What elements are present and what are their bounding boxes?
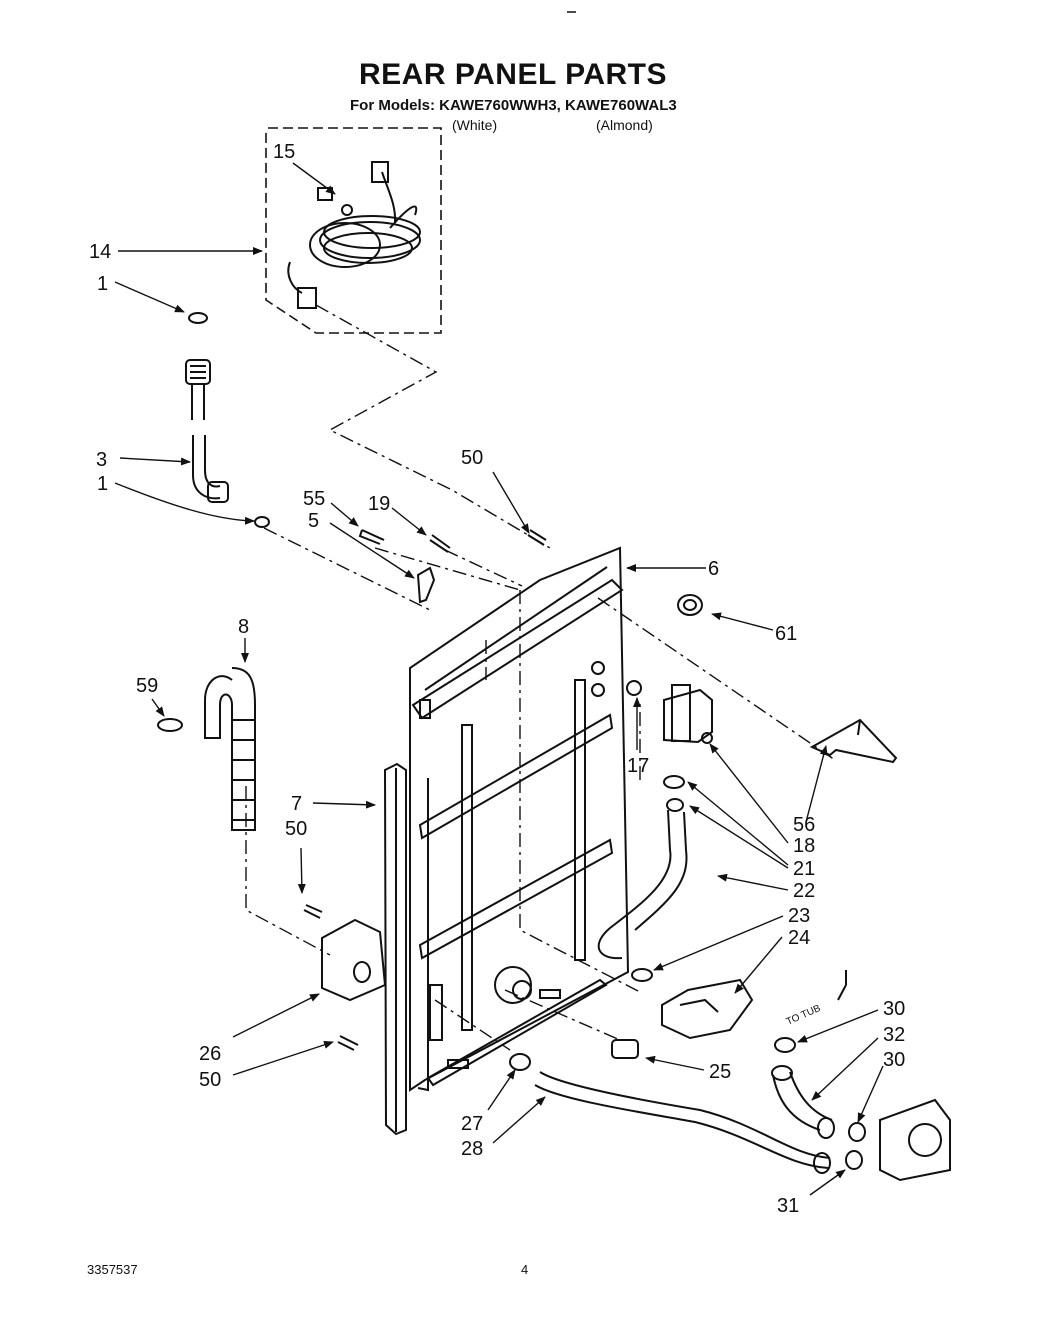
callout-31: 31: [777, 1195, 799, 1217]
callout-25: 25: [709, 1061, 731, 1083]
inlet-hose: [185, 312, 270, 528]
page-number: 4: [521, 1262, 529, 1277]
callout-32: 32: [883, 1024, 905, 1046]
color-white: (White): [452, 117, 498, 133]
power-cord-group: [265, 127, 442, 334]
filter-housing: [303, 904, 387, 1051]
callout-23: 23: [788, 905, 810, 927]
callout-6: 6: [708, 558, 719, 580]
callout-21: 21: [793, 858, 815, 880]
screws-top: [358, 529, 703, 616]
drain-hose: [157, 667, 256, 831]
bracket: [809, 718, 898, 764]
callout-61: 61: [775, 623, 797, 645]
side-rail: [383, 762, 407, 1136]
callout-14: 14: [89, 241, 111, 263]
callout-30b: 30: [883, 1049, 905, 1071]
callout-24: 24: [788, 927, 810, 949]
callout-28: 28: [461, 1138, 483, 1160]
color-almond: (Almond): [596, 117, 653, 133]
callout-50b: 50: [285, 818, 307, 840]
page-title: REAR PANEL PARTS: [358, 58, 668, 91]
callout-22: 22: [793, 880, 815, 902]
callout-26: 26: [199, 1043, 221, 1065]
pump-bracket: [631, 968, 754, 1040]
callout-3: 3: [96, 449, 107, 471]
callout-7: 7: [291, 793, 302, 815]
callout-27: 27: [461, 1113, 483, 1135]
rear-panel: [409, 546, 630, 1092]
callout-30a: 30: [883, 998, 905, 1020]
callout-5: 5: [308, 510, 319, 532]
water-valve: [597, 680, 713, 960]
models-line: For Models: KAWE760WWH3, KAWE760WAL3: [350, 97, 677, 114]
callout-1b: 1: [97, 473, 108, 495]
callout-50c: 50: [199, 1069, 221, 1091]
callout-15: 15: [273, 141, 295, 163]
callout-18: 18: [793, 835, 815, 857]
callout-1a: 1: [97, 273, 108, 295]
callouts: 15 14 1 3 1 50 55 5 19 6 61 8 59 17 56 1…: [89, 141, 905, 1217]
pump-hoses: [509, 970, 951, 1182]
to-tub-label: TO TUB: [785, 1003, 823, 1028]
callout-19: 19: [368, 493, 390, 515]
callout-56: 56: [793, 814, 815, 836]
part-number: 3357537: [87, 1262, 138, 1277]
callout-50a: 50: [461, 447, 483, 469]
callout-17: 17: [627, 755, 649, 777]
callout-59: 59: [136, 675, 158, 697]
callout-55: 55: [303, 488, 325, 510]
callout-8: 8: [238, 616, 249, 638]
